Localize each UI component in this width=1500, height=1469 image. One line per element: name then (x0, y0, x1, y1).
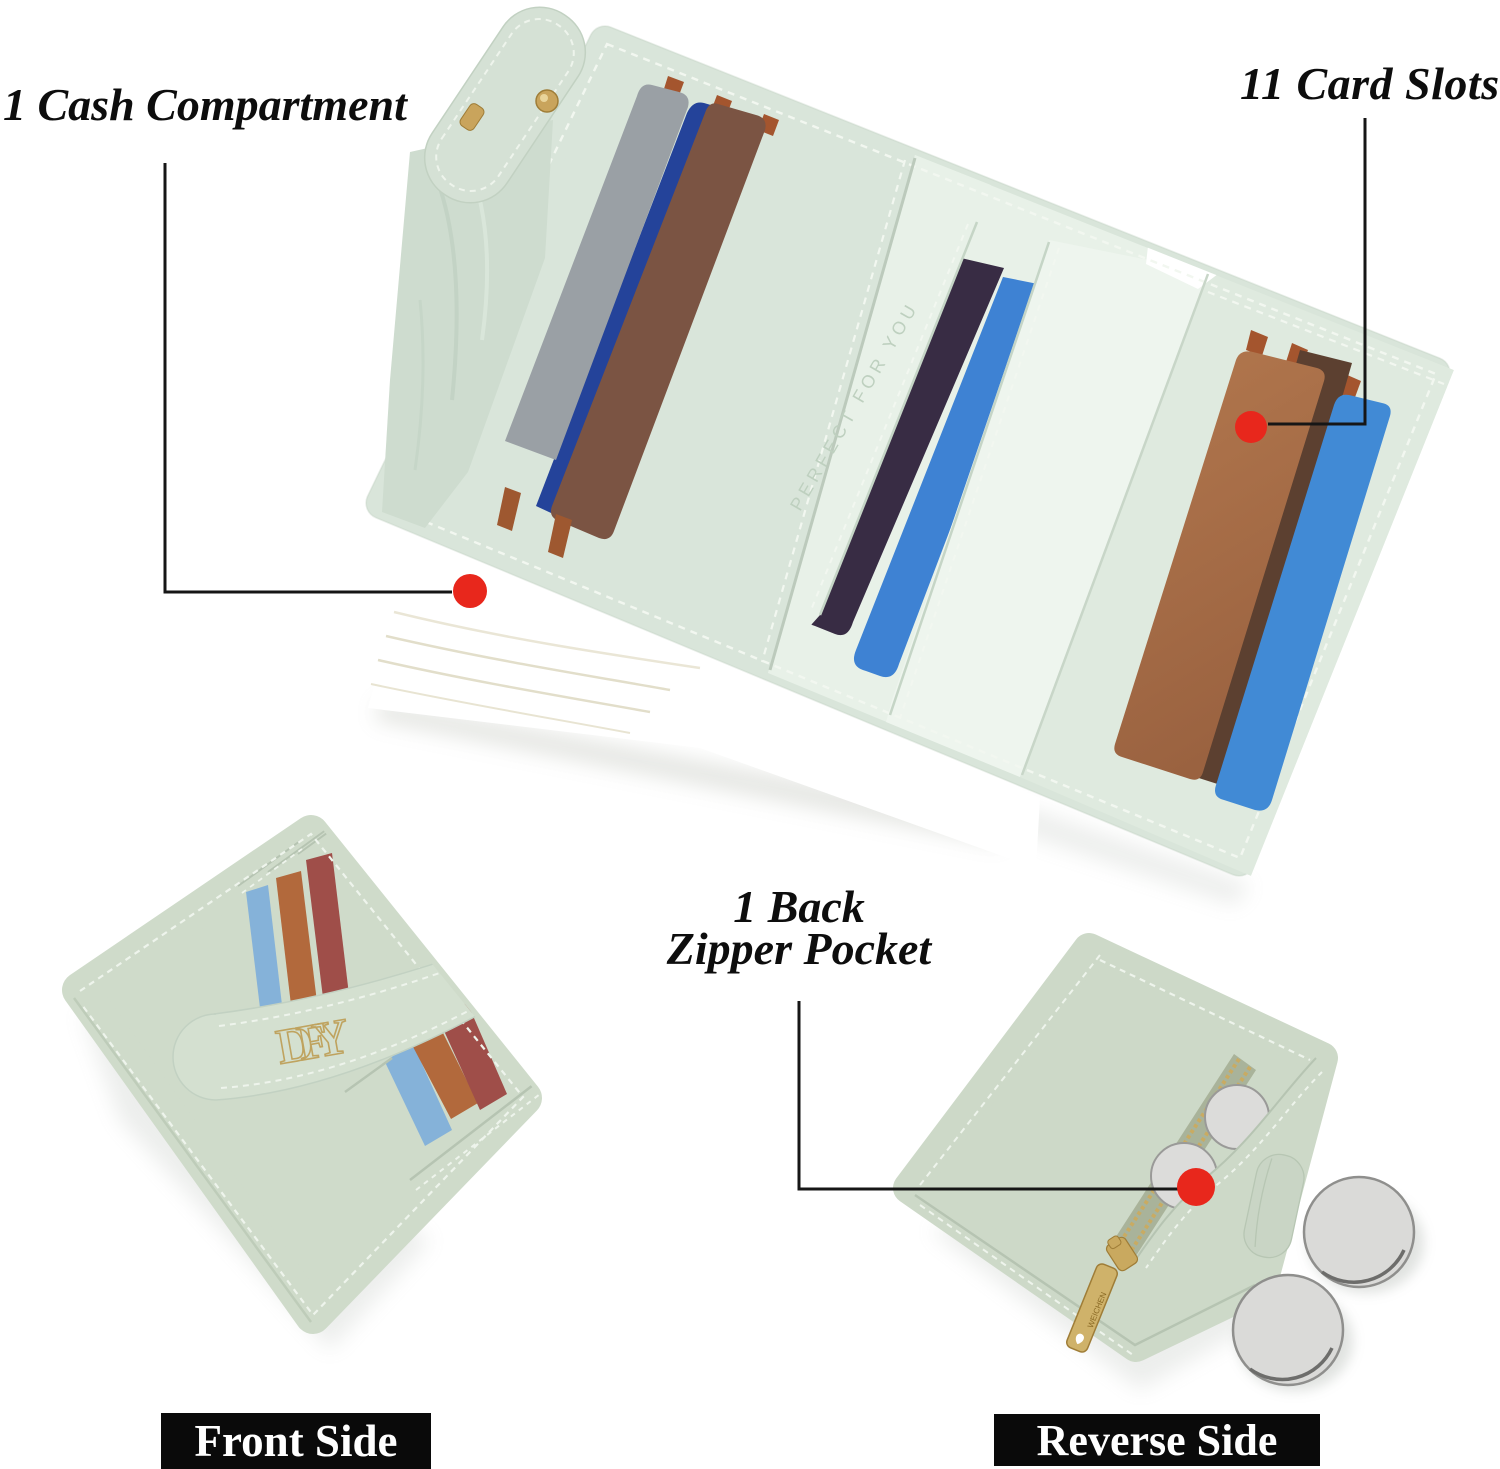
svg-text:1 Back: 1 Back (733, 881, 865, 932)
svg-text:Zipper Pocket: Zipper Pocket (666, 923, 933, 974)
svg-text:11 Card Slots: 11 Card Slots (1240, 58, 1500, 109)
svg-text:1 Cash Compartment: 1 Cash Compartment (3, 79, 408, 130)
svg-text:Front Side: Front Side (195, 1416, 398, 1466)
svg-text:Reverse Side: Reverse Side (1037, 1416, 1278, 1465)
